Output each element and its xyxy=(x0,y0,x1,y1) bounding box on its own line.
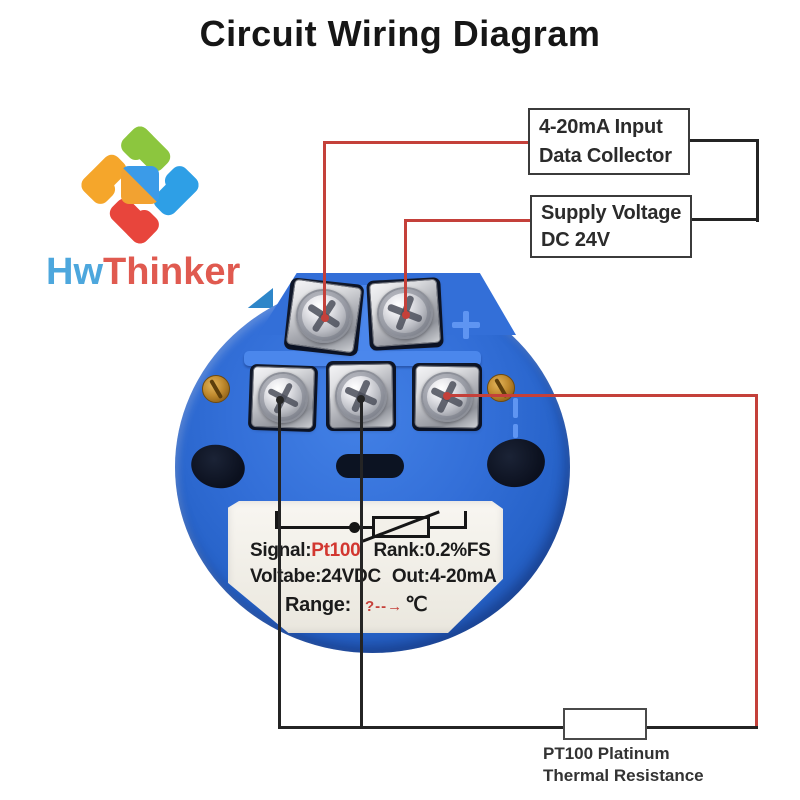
label-signal-value: Pt100 xyxy=(311,540,361,561)
logo-wordmark: HwThinker xyxy=(46,251,240,294)
supply-voltage-line2: DC 24V xyxy=(541,229,610,251)
module-ridge-horizontal xyxy=(244,351,481,366)
wire-junction-dot xyxy=(443,392,451,400)
molded-tick xyxy=(513,424,518,438)
wire-black-bottom-right xyxy=(645,726,758,729)
label-range-scribble: ?--→ xyxy=(364,598,404,615)
wire-junction-dot xyxy=(357,395,365,403)
supply-voltage-box: Supply Voltage DC 24V xyxy=(530,195,692,258)
wire-black-bottom-left xyxy=(278,726,565,729)
hwthinker-logo-icon xyxy=(77,122,203,248)
data-collector-line1: 4-20mA Input xyxy=(539,116,663,138)
wire-red-t2-horizontal xyxy=(404,219,531,222)
sensor-caption-line2: Thermal Resistance xyxy=(543,766,704,785)
wire-red-t1-vertical xyxy=(323,142,326,318)
module-spec-label xyxy=(228,501,503,633)
label-range-unit: ℃ xyxy=(405,594,428,616)
wire-black-t4-vertical xyxy=(360,398,363,728)
wire-red-right-vertical xyxy=(755,394,758,728)
wire-junction-dot xyxy=(321,314,329,322)
label-voltage: Voltabe:24VDC xyxy=(250,566,381,587)
brass-screw-right xyxy=(487,374,515,402)
wire-black-box-link-top xyxy=(690,139,759,142)
data-collector-box: 4-20mA Input Data Collector xyxy=(528,108,690,175)
wire-red-t5-horizontal xyxy=(446,394,758,397)
wire-black-t3-vertical xyxy=(278,399,281,728)
wire-red-t1-horizontal xyxy=(323,141,528,144)
logo-text-thinker: Thinker xyxy=(103,251,241,293)
label-range-key: Range: xyxy=(285,594,351,616)
wire-black-box-link-vertical xyxy=(756,139,759,222)
molded-tick xyxy=(513,398,518,418)
label-rank: Rank:0.2%FS xyxy=(373,540,491,561)
page-title: Circuit Wiring Diagram xyxy=(199,13,601,54)
label-out: Out:4-20mA xyxy=(391,566,497,587)
symbol-junction-dot xyxy=(349,522,360,533)
wire-junction-dot xyxy=(276,396,284,404)
supply-voltage-line1: Supply Voltage xyxy=(541,202,682,224)
wire-red-t2-vertical xyxy=(404,220,407,316)
logo-swoosh-icon xyxy=(247,288,273,308)
label-line-range: Range: ?--→℃ xyxy=(285,592,428,617)
molded-plus-icon xyxy=(463,311,469,339)
symbol-wire-right xyxy=(428,526,467,529)
sensor-caption-line1: PT100 Platinum xyxy=(543,744,670,763)
logo-text-hw: Hw xyxy=(46,251,103,293)
symbol-tick-left xyxy=(275,511,278,529)
logo-center-diamond xyxy=(121,166,159,204)
label-line-voltage: Voltabe:24VDC Out:4-20mA xyxy=(250,566,497,588)
wire-junction-dot xyxy=(402,311,410,319)
wire-black-box-link-bottom xyxy=(692,218,759,221)
pt100-resistor-symbol xyxy=(563,708,647,740)
symbol-tick-right xyxy=(464,511,467,529)
symbol-wire-left xyxy=(275,526,374,529)
brass-screw-left xyxy=(202,375,230,403)
sensor-caption: PT100 Platinum Thermal Resistance xyxy=(543,743,704,787)
center-slot xyxy=(336,454,404,478)
data-collector-line2: Data Collector xyxy=(539,145,672,167)
